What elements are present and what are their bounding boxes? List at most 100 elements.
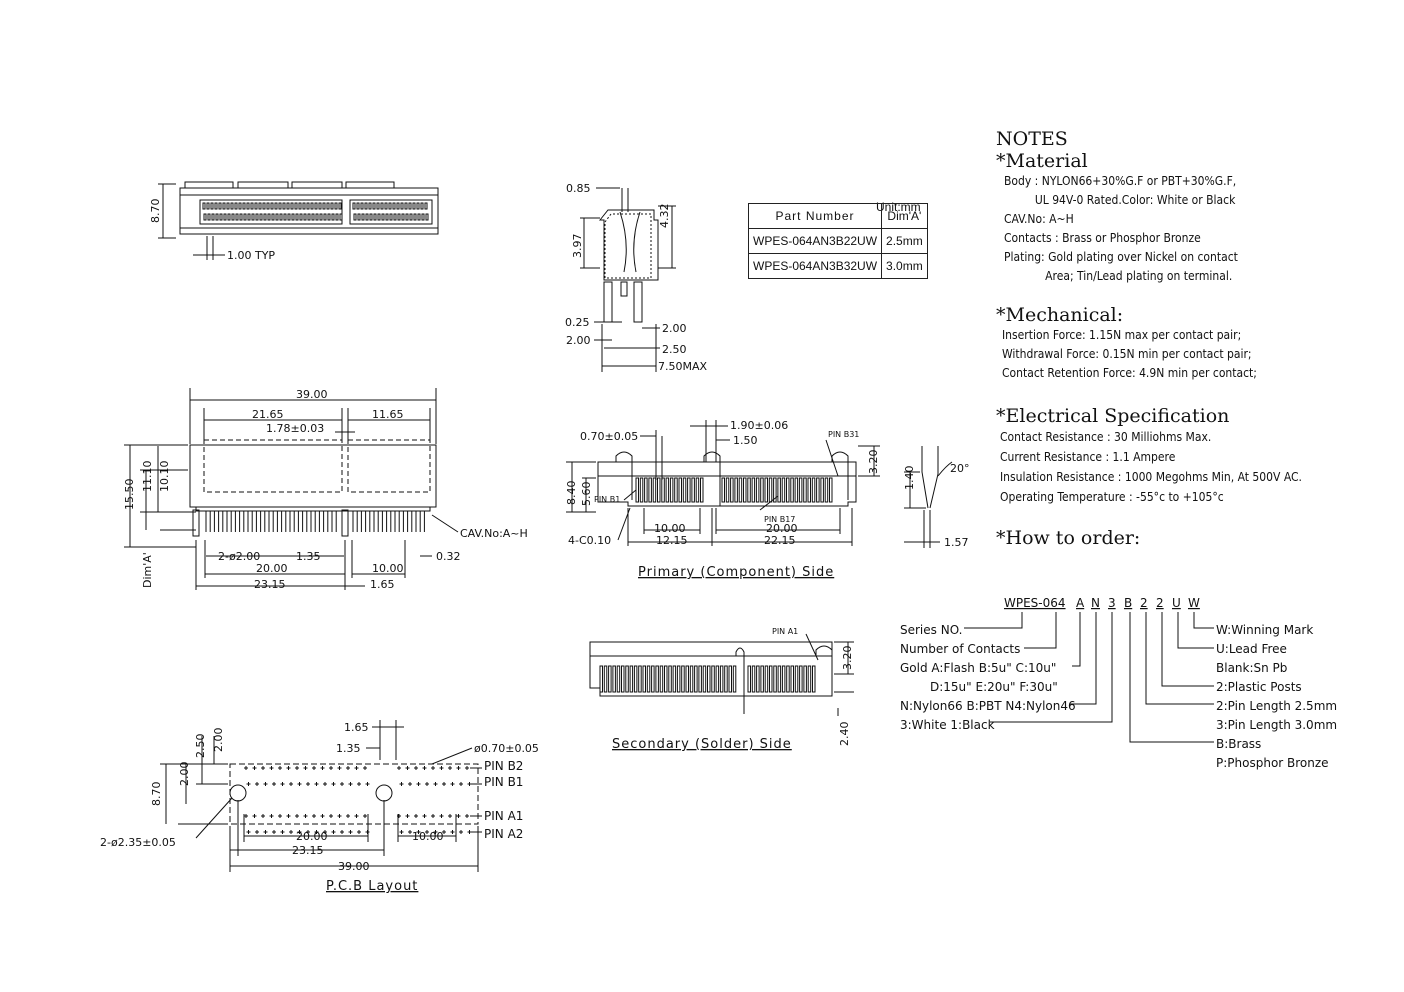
gold-finger — [687, 477, 691, 503]
pcb-pad — [416, 830, 421, 834]
pcb-pad — [346, 814, 350, 818]
gold-finger — [786, 665, 790, 693]
order-right-pin30: 3:Pin Length 3.0mm — [1216, 718, 1337, 732]
material-line: Plating: Gold plating over Nickel on con… — [1004, 250, 1238, 264]
contact-pin — [339, 213, 343, 221]
table-row: WPES-064AN3B22UW 2.5mm — [747, 228, 928, 254]
contact-pin — [425, 213, 429, 221]
pcb-pad — [465, 814, 469, 818]
pcb-pad — [450, 782, 455, 786]
contact-pin — [202, 202, 206, 210]
gold-finger — [668, 665, 672, 693]
order-code-2a: 2 — [1140, 596, 1148, 610]
gold-finger — [698, 665, 702, 693]
gold-finger — [730, 477, 734, 503]
contact-pin — [247, 213, 251, 221]
contact-pin — [215, 213, 219, 221]
electrical-line: Current Resistance : 1.1 Ampere — [1000, 450, 1176, 464]
contact-pin — [223, 213, 227, 221]
contact-pin — [206, 202, 210, 210]
pcb-pad — [255, 782, 259, 786]
gold-finger — [681, 665, 685, 693]
contact-pin — [214, 202, 218, 210]
gold-finger — [676, 665, 681, 693]
material-line: UL 94V-0 Rated.Color: White or Black — [1004, 193, 1236, 207]
pcb-dim-o070: ø0.70±0.05 — [474, 742, 539, 755]
contact-pin — [203, 213, 207, 221]
detail-dim-157: 1.57 — [944, 536, 969, 549]
gold-finger — [811, 477, 816, 503]
pcb-dim-2000: 20.00 — [296, 830, 328, 843]
gold-finger — [695, 477, 700, 503]
table-header-part: Part Number — [747, 203, 883, 229]
gold-finger — [747, 477, 751, 503]
prim-dim-150: 1.50 — [733, 434, 758, 447]
pcb-pad — [414, 766, 418, 770]
gold-finger — [781, 477, 786, 503]
gold-finger — [599, 665, 603, 693]
contact-pin — [290, 202, 294, 210]
pcb-pad — [357, 830, 361, 834]
contact-pin — [416, 202, 420, 210]
contact-pin — [210, 202, 214, 210]
pcb-dim-2315: 23.15 — [292, 844, 324, 857]
material-line: Contacts : Brass or Phosphor Bronze — [1004, 231, 1201, 245]
pcb-pin-b1: PIN B1 — [484, 775, 523, 789]
contact-pin — [322, 202, 326, 210]
prim-dim-2215: 22.15 — [764, 534, 796, 547]
front-dim-178: 1.78±0.03 — [266, 422, 324, 435]
contact-pin — [295, 213, 299, 221]
pcb-pad — [312, 814, 316, 818]
contact-pin — [424, 202, 428, 210]
pcb-dim-165: 1.65 — [344, 721, 369, 734]
contact-pin — [286, 202, 290, 210]
pcb-pad — [329, 766, 333, 770]
contact-pin — [230, 202, 234, 210]
pcb-pad — [416, 782, 421, 786]
gold-finger — [655, 665, 659, 693]
gold-finger — [764, 665, 769, 693]
side-dim-397: 3.97 — [571, 234, 584, 259]
gold-finger — [672, 665, 677, 693]
prim-pin-b1: PIN B1 — [594, 495, 620, 504]
gold-finger — [824, 477, 829, 503]
pcb-pad — [414, 814, 418, 818]
gold-finger — [685, 665, 689, 693]
gold-finger — [639, 477, 644, 503]
contact-pin — [207, 213, 211, 221]
gold-finger — [724, 665, 728, 693]
pcb-pad — [261, 814, 265, 818]
pcb-pad — [263, 782, 268, 786]
pcb-pad — [289, 782, 293, 786]
pcb-pad — [303, 766, 308, 770]
contact-pin — [369, 213, 373, 221]
gold-finger — [715, 665, 720, 693]
contact-pin — [250, 202, 254, 210]
detail-dim-140: 1.40 — [903, 466, 916, 491]
gold-finger — [664, 665, 668, 693]
pcb-pad — [348, 782, 353, 786]
top-pitch-dim: 1.00 TYP — [227, 249, 275, 262]
gold-finger — [756, 665, 760, 693]
sec-dim-240: 2.40 — [838, 722, 851, 747]
pcb-dim-200a: 2.00 — [212, 728, 225, 753]
order-left-gold1: Gold A:Flash B:5u" C:10u" — [900, 661, 1056, 675]
order-right-brass: B:Brass — [1216, 737, 1261, 751]
front-dim-1000: 10.00 — [372, 562, 404, 575]
contact-pin — [385, 213, 389, 221]
side-dim-085: 0.85 — [566, 182, 591, 195]
pcb-pad — [354, 814, 359, 818]
contact-pin — [397, 213, 401, 221]
order-code-n: N — [1091, 596, 1100, 610]
contact-pin — [389, 213, 393, 221]
mechanical-line: Withdrawal Force: 0.15N min per contact … — [1002, 347, 1252, 361]
contact-pin — [331, 213, 335, 221]
pcb-pad — [286, 766, 291, 770]
pcb-pad — [272, 830, 276, 834]
contact-pin — [381, 213, 385, 221]
contact-pin — [254, 202, 258, 210]
gold-finger — [773, 477, 777, 503]
contact-pin — [299, 213, 303, 221]
pcb-pad — [320, 766, 325, 770]
electrical-line: Contact Resistance : 30 Milliohms Max. — [1000, 430, 1212, 444]
